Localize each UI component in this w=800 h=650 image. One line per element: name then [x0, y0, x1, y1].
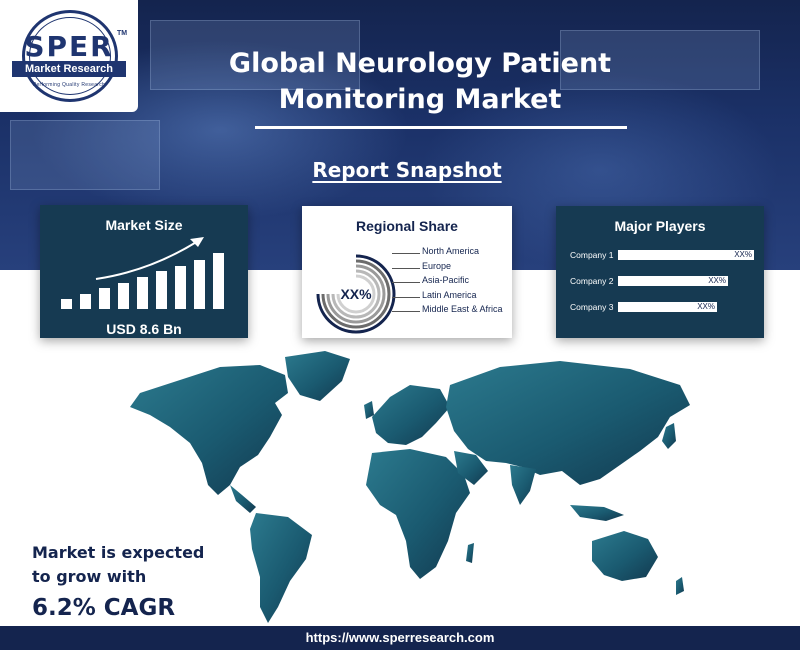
- logo-ring: [22, 10, 118, 102]
- greenland-shape: [285, 351, 350, 401]
- japan-shape: [662, 423, 676, 449]
- player-bar: XX%: [618, 276, 728, 286]
- legend-item: Middle East & Africa: [392, 304, 514, 319]
- footer-link[interactable]: https://www.sperresearch.com: [305, 630, 495, 645]
- legend-label: Europe: [422, 260, 452, 271]
- cagr-value: 6.2% CAGR: [32, 595, 176, 621]
- legend-label: Latin America: [422, 289, 477, 300]
- new-zealand-shape: [676, 577, 684, 595]
- growth-arrow-icon: [95, 237, 204, 280]
- regional-donut-chart: [316, 254, 396, 334]
- market-size-bar: [175, 266, 186, 309]
- asia-shape: [446, 361, 690, 485]
- africa-shape: [366, 449, 470, 579]
- region-legend: North America Europe Asia-Pacific Latin …: [392, 246, 514, 319]
- player-value: XX%: [708, 276, 726, 285]
- growth-text-line-1: Market is expected: [32, 543, 205, 562]
- market-size-bar: [137, 277, 148, 309]
- title-divider: [255, 126, 627, 129]
- legend-label: North America: [422, 246, 480, 256]
- market-size-bar: [99, 288, 110, 309]
- growth-text-line-2: to grow with: [32, 567, 147, 586]
- regional-share-center-label: XX%: [340, 286, 372, 302]
- player-name: Company 2: [570, 276, 614, 286]
- australia-shape: [592, 531, 658, 581]
- logo-wordmark: SPER: [24, 30, 114, 63]
- uk-shape: [364, 401, 374, 419]
- report-snapshot-heading: Report Snapshot: [312, 158, 502, 182]
- monitor-panel: [560, 30, 760, 90]
- monitor-panel: [10, 120, 160, 190]
- europe-shape: [372, 385, 450, 445]
- market-size-bar: [61, 299, 72, 309]
- player-name: Company 3: [570, 302, 614, 312]
- player-name: Company 1: [570, 250, 614, 260]
- player-value: XX%: [734, 250, 752, 259]
- market-size-bar: [194, 260, 205, 309]
- player-bar: XX%: [618, 302, 717, 312]
- major-players-title: Major Players: [614, 218, 706, 234]
- page-title: Global Neurology Patient Monitoring Mark…: [200, 46, 640, 118]
- legend-label: Middle East & Africa: [422, 304, 503, 314]
- market-size-bar: [213, 253, 224, 309]
- player-row: Company 1 XX%: [556, 249, 764, 263]
- logo[interactable]: SPER TM Market Research Performing Quali…: [0, 0, 138, 112]
- market-size-bar: [80, 294, 91, 309]
- market-size-title: Market Size: [105, 217, 183, 233]
- legend-label: Asia-Pacific: [422, 275, 470, 285]
- major-players-card: Major Players Company 1 XX% Company 2 XX…: [556, 206, 764, 338]
- market-size-bar: [156, 271, 167, 309]
- south-america-shape: [250, 513, 312, 623]
- market-size-bar: [118, 283, 129, 309]
- legend-item: Asia-Pacific: [392, 275, 514, 290]
- arabia-shape: [454, 451, 488, 485]
- logo-trademark: TM: [117, 30, 128, 37]
- world-map: [130, 351, 690, 623]
- player-value: XX%: [697, 302, 715, 311]
- player-row: Company 3 XX%: [556, 301, 764, 315]
- market-size-card: Market Size USD 8.6 Bn: [40, 205, 248, 338]
- player-row: Company 2 XX%: [556, 275, 764, 289]
- legend-item: North America: [392, 246, 514, 261]
- regional-share-card: Regional Share XX% North America Europe …: [302, 206, 512, 338]
- regional-share-title: Regional Share: [356, 218, 458, 234]
- monitor-panel: [150, 20, 360, 90]
- north-america-shape: [130, 365, 288, 495]
- footer-url[interactable]: https://www.sperresearch.com: [0, 626, 800, 650]
- indonesia-shape: [570, 505, 624, 521]
- logo-tagline: Performing Quality Research: [32, 82, 106, 88]
- title-line-2: Monitoring Market: [278, 84, 562, 115]
- central-america-shape: [230, 485, 256, 513]
- legend-item: Latin America: [392, 290, 514, 305]
- india-shape: [510, 465, 536, 505]
- title-line-1: Global Neurology Patient: [228, 48, 612, 79]
- madagascar-shape: [466, 543, 474, 563]
- logo-subtitle: Market Research: [12, 61, 126, 77]
- market-size-value: USD 8.6 Bn: [106, 321, 182, 337]
- legend-item: Europe: [392, 261, 514, 276]
- player-bar: XX%: [618, 250, 754, 260]
